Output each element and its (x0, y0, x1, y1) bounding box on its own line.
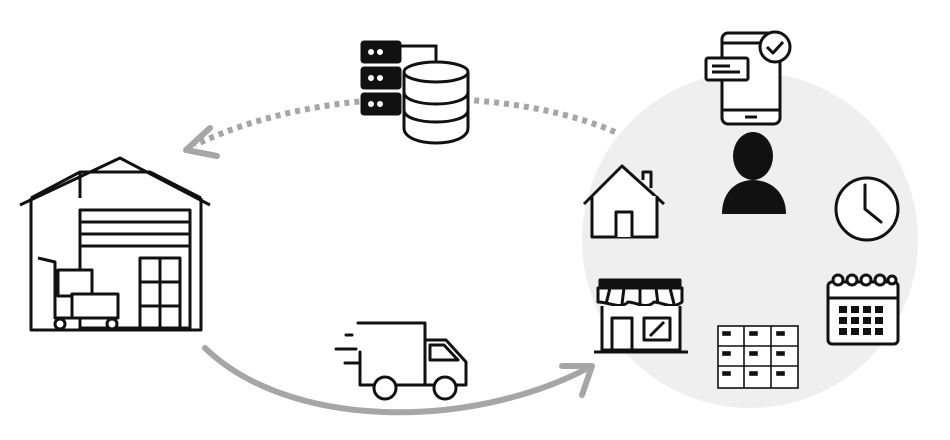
mobile-order-confirmation-icon (704, 30, 792, 126)
store-icon (594, 278, 688, 354)
information-flow-arrowhead (183, 125, 220, 159)
home-icon (582, 164, 666, 239)
physical-flow-arrowhead (559, 363, 595, 398)
delivery-truck-icon (334, 321, 468, 401)
physical-flow-arrow (202, 345, 591, 416)
warehouse-icon (19, 156, 211, 332)
customer-icon (722, 132, 786, 214)
database-server-icon (360, 40, 470, 145)
calendar-icon (826, 273, 900, 346)
parcel-locker-icon (717, 325, 799, 389)
clock-icon (834, 176, 900, 242)
